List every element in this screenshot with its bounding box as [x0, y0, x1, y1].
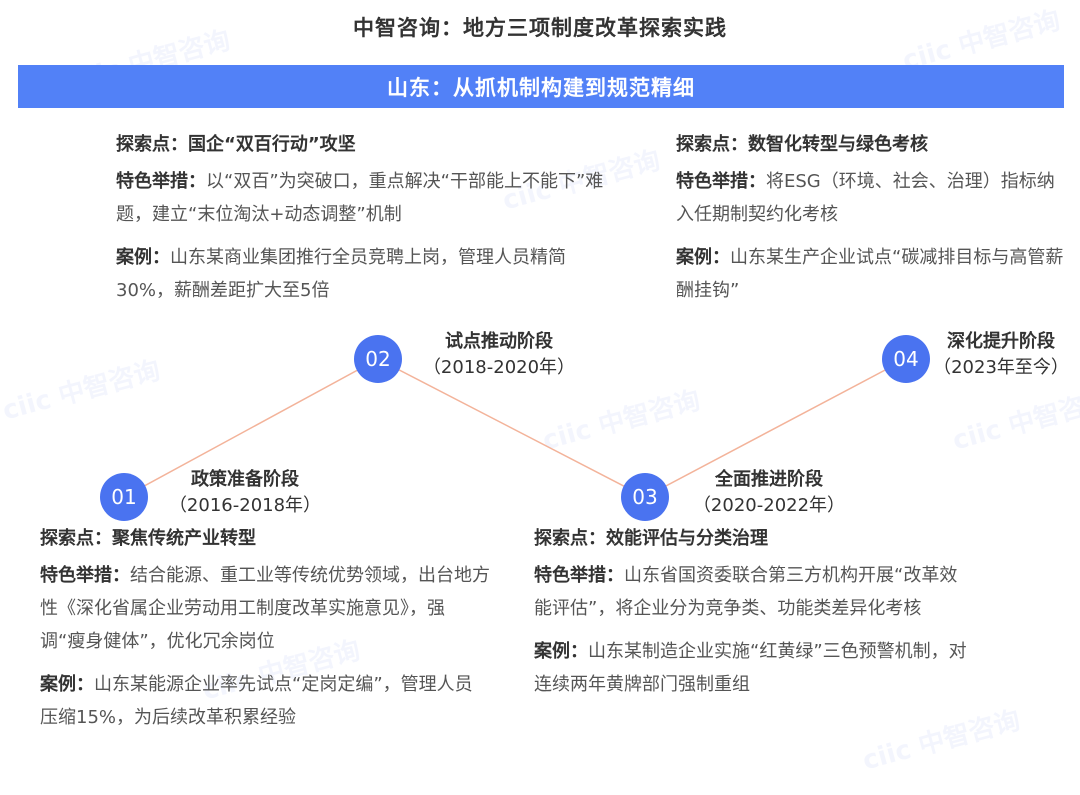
- measure-label: 特色举措：: [116, 171, 206, 192]
- stage-years: （2018-2020年）: [422, 357, 576, 378]
- stage-number: 01: [111, 485, 137, 509]
- case-text: 山东某生产企业试点“碳减排目标与高管薪酬挂钩”: [676, 247, 1064, 301]
- measure-text: 结合能源、重工业等传统优势领域，出台地方性《深化省属企业劳动用工制度改革实施意见…: [40, 565, 490, 652]
- measure-label: 特色举措：: [40, 565, 130, 586]
- measure-label: 特色举措：: [676, 171, 766, 192]
- stage-03-label: 全面推进阶段 （2020-2022年）: [684, 467, 854, 519]
- case-label: 案例：: [116, 247, 170, 268]
- measure-label: 特色举措：: [534, 565, 624, 586]
- stage-02-details: 探索点：国企“双百行动”攻坚 特色举措：以“双百”为突破口，重点解决“干部能上不…: [116, 128, 616, 317]
- measure-paragraph: 特色举措：以“双百”为突破口，重点解决“干部能上不能下”难题，建立“末位淘汰+动…: [116, 165, 616, 231]
- measure-text: 将ESG（环境、社会、治理）指标纳入任期制契约化考核: [676, 171, 1055, 225]
- stage-01-label: 政策准备阶段 （2016-2018年）: [160, 467, 330, 519]
- stage-04-label: 深化提升阶段 （2023年至今）: [926, 329, 1076, 381]
- measure-paragraph: 特色举措：结合能源、重工业等传统优势领域，出台地方性《深化省属企业劳动用工制度改…: [40, 559, 490, 658]
- stage-name: 深化提升阶段: [947, 331, 1055, 352]
- stage-02-label: 试点推动阶段 （2018-2020年）: [414, 329, 584, 381]
- case-paragraph: 案例：山东某商业集团推行全员竞聘上岗，管理人员精简30%，薪酬差距扩大至5倍: [116, 241, 616, 307]
- case-text: 山东某制造企业实施“红黄绿”三色预警机制，对连续两年黄牌部门强制重组: [534, 641, 967, 695]
- measure-paragraph: 特色举措：山东省国资委联合第三方机构开展“改革效能评估”，将企业分为竞争类、功能…: [534, 559, 974, 625]
- stage-03-details: 探索点：效能评估与分类治理 特色举措：山东省国资委联合第三方机构开展“改革效能评…: [534, 522, 974, 711]
- explore-point: 探索点：聚焦传统产业转型: [40, 528, 256, 549]
- explore-point: 探索点：国企“双百行动”攻坚: [116, 134, 356, 155]
- stage-number: 03: [632, 485, 658, 509]
- stage-04-details: 探索点：数智化转型与绿色考核 特色举措：将ESG（环境、社会、治理）指标纳入任期…: [676, 128, 1066, 317]
- stage-name: 全面推进阶段: [715, 469, 823, 490]
- stage-02-marker: 02: [354, 335, 402, 383]
- case-label: 案例：: [676, 247, 730, 268]
- stage-03-marker: 03: [621, 473, 669, 521]
- stage-number: 04: [893, 347, 919, 371]
- stage-01-details: 探索点：聚焦传统产业转型 特色举措：结合能源、重工业等传统优势领域，出台地方性《…: [40, 522, 490, 744]
- stage-04-marker: 04: [882, 335, 930, 383]
- stage-name: 试点推动阶段: [445, 331, 553, 352]
- case-paragraph: 案例：山东某能源企业率先试点“定岗定编”，管理人员压缩15%，为后续改革积累经验: [40, 668, 490, 734]
- case-label: 案例：: [40, 674, 94, 695]
- stage-01-marker: 01: [100, 473, 148, 521]
- measure-text: 山东省国资委联合第三方机构开展“改革效能评估”，将企业分为竞争类、功能类差异化考…: [534, 565, 958, 619]
- case-label: 案例：: [534, 641, 588, 662]
- stage-years: （2016-2018年）: [168, 495, 322, 516]
- region-banner: 山东：从抓机制构建到规范精细: [18, 65, 1064, 108]
- banner-label: 山东：从抓机制构建到规范精细: [387, 75, 695, 100]
- case-text: 山东某能源企业率先试点“定岗定编”，管理人员压缩15%，为后续改革积累经验: [40, 674, 473, 728]
- stage-name: 政策准备阶段: [191, 469, 299, 490]
- explore-point: 探索点：效能评估与分类治理: [534, 528, 768, 549]
- explore-point: 探索点：数智化转型与绿色考核: [676, 134, 928, 155]
- measure-text: 以“双百”为突破口，重点解决“干部能上不能下”难题，建立“末位淘汰+动态调整”机…: [116, 171, 604, 225]
- page-title: 中智咨询：地方三项制度改革探索实践: [353, 16, 727, 40]
- case-text: 山东某商业集团推行全员竞聘上岗，管理人员精简30%，薪酬差距扩大至5倍: [116, 247, 566, 301]
- measure-paragraph: 特色举措：将ESG（环境、社会、治理）指标纳入任期制契约化考核: [676, 165, 1066, 231]
- stage-number: 02: [365, 347, 391, 371]
- stage-years: （2023年至今）: [933, 357, 1069, 378]
- case-paragraph: 案例：山东某制造企业实施“红黄绿”三色预警机制，对连续两年黄牌部门强制重组: [534, 635, 974, 701]
- case-paragraph: 案例：山东某生产企业试点“碳减排目标与高管薪酬挂钩”: [676, 241, 1066, 307]
- stage-years: （2020-2022年）: [692, 495, 846, 516]
